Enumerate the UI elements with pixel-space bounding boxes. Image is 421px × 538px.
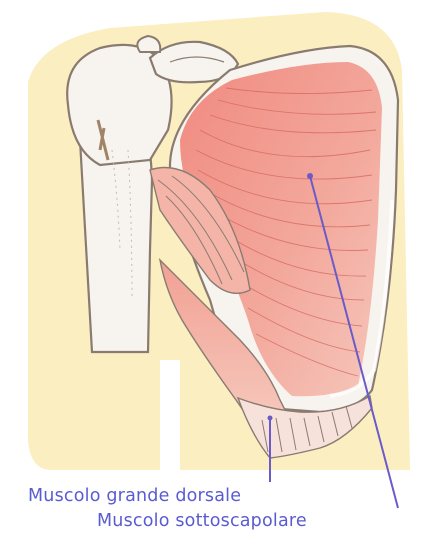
latissimus-leader-dot <box>268 416 273 421</box>
coracoid <box>137 36 160 52</box>
subscapularis-leader-dot <box>307 173 313 179</box>
subscapularis-label: Muscolo sottoscapolare <box>97 513 307 531</box>
latissimus-label: Muscolo grande dorsale <box>28 488 241 506</box>
